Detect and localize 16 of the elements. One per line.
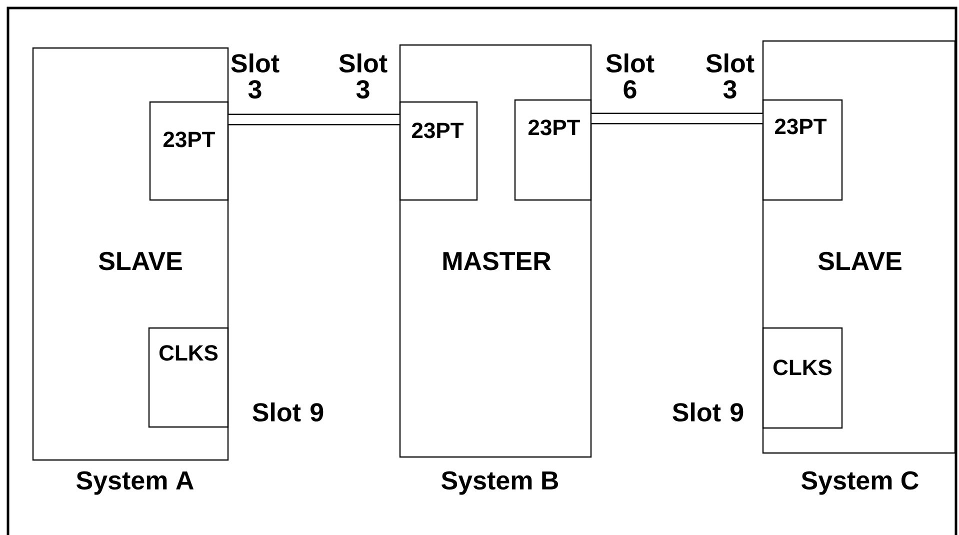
slot-label: Slot 3: [231, 53, 280, 99]
card-box: 23PT: [514, 99, 592, 201]
double-line-connector: [228, 114, 400, 126]
card-box: 23PT: [399, 101, 478, 201]
card-box: 23PT: [149, 101, 229, 201]
card-box: CLKS: [762, 327, 843, 429]
slot-label: Slot 3: [339, 53, 388, 99]
card-box: CLKS: [148, 327, 229, 428]
system-label: System B: [442, 471, 558, 495]
card-box: 23PT: [762, 99, 843, 201]
double-line-connector: [592, 112, 762, 124]
slot-label: Slot 9: [252, 402, 324, 422]
system-label: System A: [76, 471, 194, 495]
slot-label: Slot 3: [706, 53, 754, 99]
slot-label: Slot 6: [606, 53, 654, 99]
system-label: System C: [802, 471, 918, 495]
